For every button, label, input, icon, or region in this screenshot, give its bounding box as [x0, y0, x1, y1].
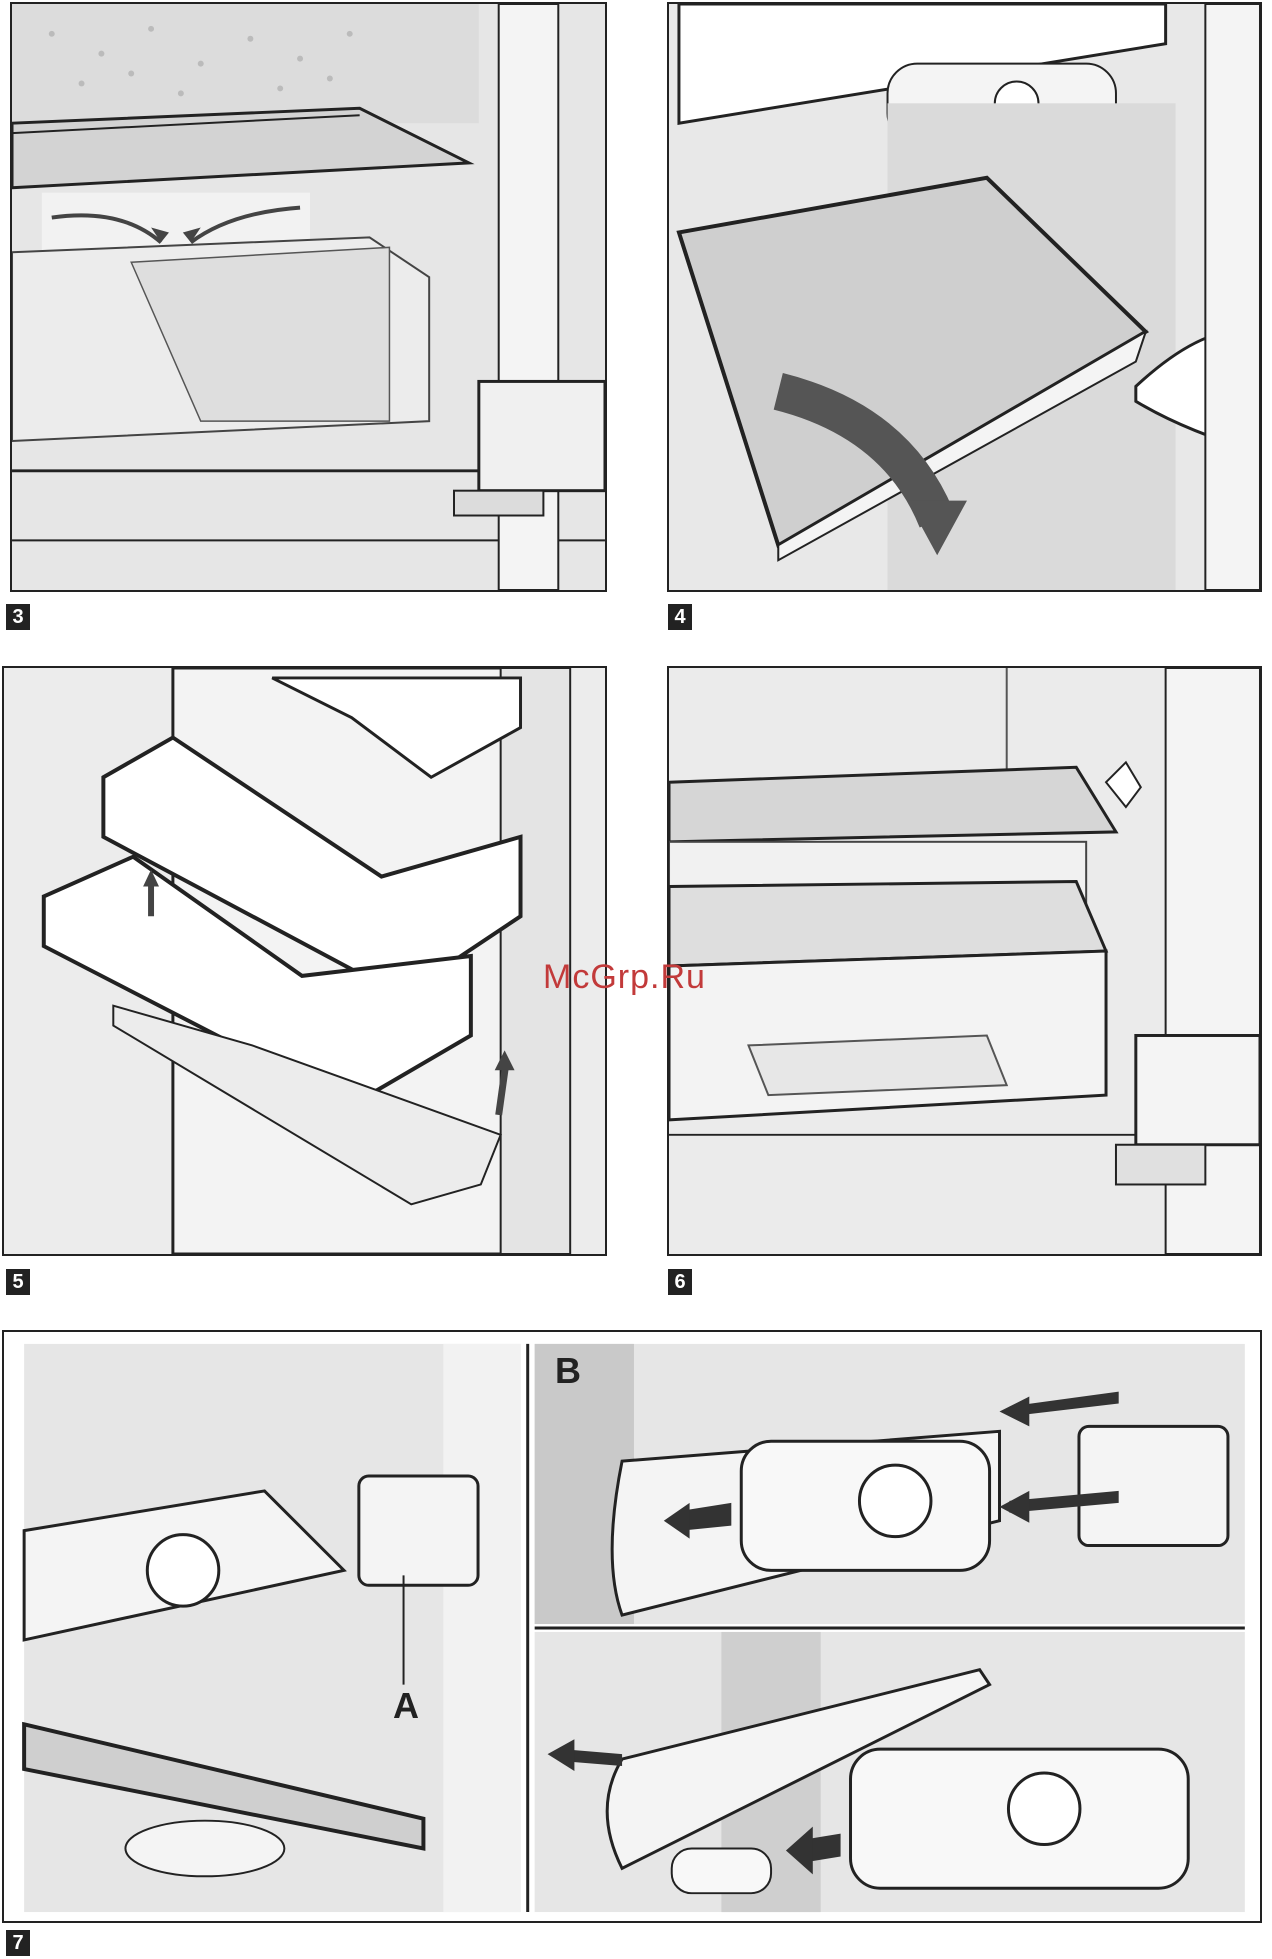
- figure-6-illustration: [669, 668, 1260, 1254]
- watermark-text: McGrp.Ru: [543, 958, 706, 997]
- figure-5-number: 5: [6, 1269, 30, 1295]
- figure-7-number: 7: [6, 1930, 30, 1956]
- figure-4-number: 4: [668, 604, 692, 630]
- figure-4-panel: [667, 2, 1262, 592]
- figure-3-panel: [10, 2, 607, 592]
- figure-5-panel: [2, 666, 607, 1256]
- figure-3-illustration: [12, 4, 605, 590]
- figure-5-illustration: [4, 668, 605, 1254]
- crisper-drawer: [669, 951, 1106, 1120]
- water-filter-cartridge: [359, 1476, 478, 1585]
- filter-dial-icon: [147, 1535, 219, 1607]
- figure-4-illustration: [669, 4, 1260, 590]
- figure-3-number: 3: [6, 604, 30, 630]
- filter-plug-icon: [672, 1848, 771, 1893]
- figure-7-illustration: [4, 1332, 1260, 1921]
- figure-6-panel: [667, 666, 1262, 1256]
- label-a: A: [393, 1685, 419, 1727]
- figure-6-number: 6: [668, 1269, 692, 1295]
- figure-7-panel: [2, 1330, 1262, 1923]
- label-b: B: [555, 1350, 581, 1392]
